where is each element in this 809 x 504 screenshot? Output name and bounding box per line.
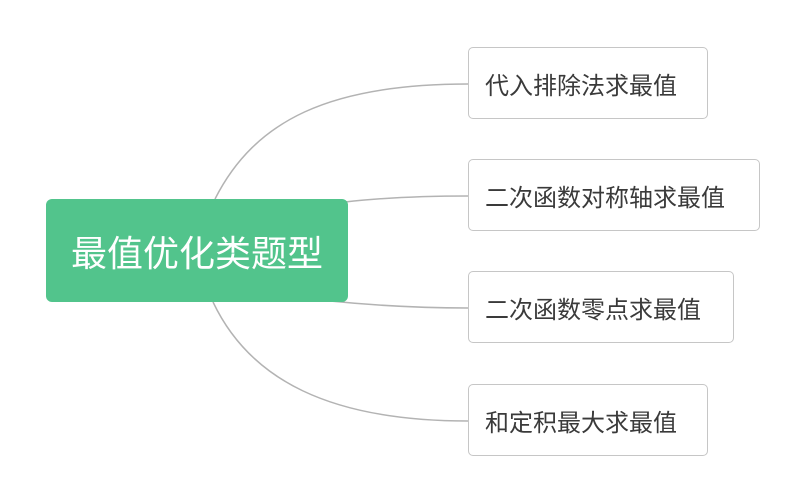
root-topic-node[interactable]: 最值优化类题型 [46, 199, 348, 302]
connector-child-1 [214, 83, 469, 200]
subtopic-label: 代入排除法求最值 [485, 71, 677, 100]
subtopic-node-quadratic-zeros[interactable]: 二次函数零点求最值 [468, 271, 734, 343]
subtopic-node-fixed-sum-max-product[interactable]: 和定积最大求最值 [468, 384, 708, 456]
subtopic-label: 二次函数对称轴求最值 [485, 183, 725, 212]
connector-child-2 [344, 195, 469, 203]
subtopic-label: 二次函数零点求最值 [485, 295, 701, 324]
connector-child-3 [329, 300, 469, 309]
subtopic-node-quadratic-axis[interactable]: 二次函数对称轴求最值 [468, 159, 760, 231]
subtopic-label: 和定积最大求最值 [485, 408, 677, 437]
connector-child-4 [212, 301, 469, 422]
subtopic-node-substitution-elimination[interactable]: 代入排除法求最值 [468, 47, 708, 119]
root-topic-label: 最值优化类题型 [70, 233, 323, 275]
